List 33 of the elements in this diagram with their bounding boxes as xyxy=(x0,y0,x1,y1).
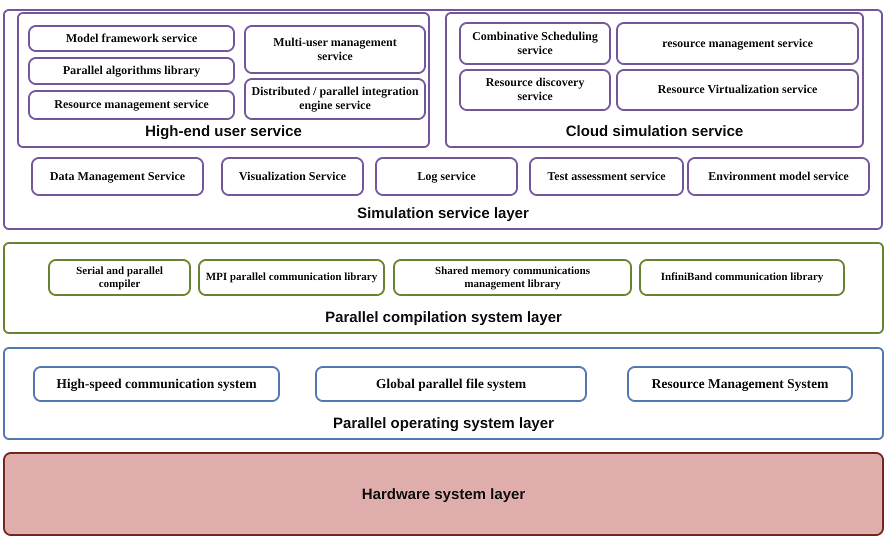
service-box: Serial and parallel compiler xyxy=(48,259,191,296)
service-box: resource management service xyxy=(616,22,859,65)
layer-title: Cloud simulation service xyxy=(564,122,744,142)
service-box: Test assessment service xyxy=(529,157,684,196)
service-box: Parallel algorithms library xyxy=(28,57,235,85)
layer-panel xyxy=(3,242,884,334)
service-box: MPI parallel communication library xyxy=(198,259,385,296)
service-box: High-speed communication system xyxy=(33,366,280,402)
service-box: Model framework service xyxy=(28,25,235,52)
service-box: Resource management service xyxy=(28,90,235,120)
service-box: Resource Management System xyxy=(627,366,853,402)
layer-panel xyxy=(3,452,884,536)
layer-title: Parallel operating system layer xyxy=(332,414,555,434)
service-box: Resource Virtualization service xyxy=(616,69,859,111)
service-box: Combinative Scheduling service xyxy=(459,22,611,65)
layer-panel xyxy=(3,347,884,440)
service-box: Visualization Service xyxy=(221,157,364,196)
service-box: Multi-user management service xyxy=(244,25,426,74)
service-box: Shared memory communications management library xyxy=(393,259,632,296)
layer-title: High-end user service xyxy=(144,122,303,142)
layer-title: Parallel compilation system layer xyxy=(324,308,563,328)
service-box: Environment model service xyxy=(687,157,870,196)
service-box: InfiniBand communication library xyxy=(639,259,845,296)
service-box: Distributed / parallel integration engine service xyxy=(244,78,426,120)
layer-panel xyxy=(3,9,883,230)
layer-panel xyxy=(17,12,430,148)
layer-panel xyxy=(445,12,864,148)
service-box: Log service xyxy=(375,157,518,196)
service-box: Data Management Service xyxy=(31,157,204,196)
service-box: Global parallel file system xyxy=(315,366,587,402)
service-box: Resource discovery service xyxy=(459,69,611,111)
layer-title: Hardware system layer xyxy=(360,485,526,505)
layer-title: Simulation service layer xyxy=(356,204,530,224)
